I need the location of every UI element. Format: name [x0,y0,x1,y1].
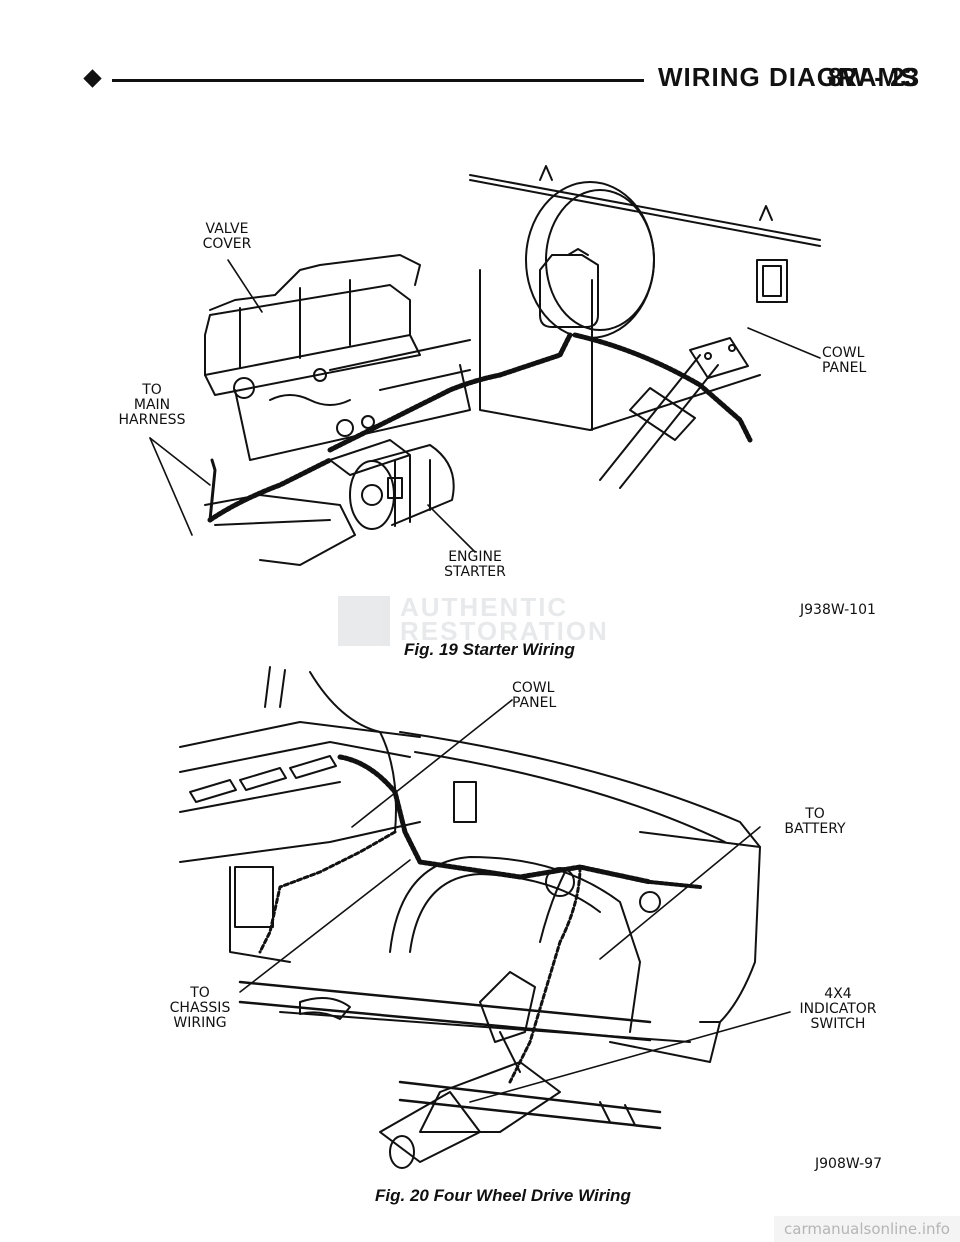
to-battery-label: TO BATTERY [784,806,846,837]
diamond-bullet-icon [83,69,102,88]
page-title: WIRING DIAGRAMS [658,62,919,92]
page-header: WIRING DIAGRAMS 8W - 23 [0,0,960,110]
watermark-line1: AUTHENTIC [400,592,569,622]
section-number: 8W - 23 [828,62,920,92]
engine-starter-label: ENGINE STARTER [444,549,506,580]
figure19-caption: Fig. 19 Starter Wiring [404,640,575,659]
to-main-harness-label: TO MAIN HARNESS [118,382,186,428]
figure19-code: J938W-101 [800,602,876,618]
mopar-logo-icon [338,596,390,646]
header-rule [112,79,644,82]
cowl-panel-label: COWL PANEL [822,345,867,376]
indicator-switch-label: 4X4 INDICATOR SWITCH [799,986,877,1032]
cowl-panel-label-2: COWL PANEL [512,680,557,711]
four-wheel-drive-wiring-illustration [179,666,791,1169]
watermark-line2: RESTORATION [400,616,609,646]
starter-wiring-illustration [149,165,821,566]
to-chassis-wiring-label: TO CHASSIS WIRING [169,985,231,1031]
figure20-caption: Fig. 20 Four Wheel Drive Wiring [375,1186,631,1205]
site-watermark: carmanualsonline.info [774,1216,960,1242]
watermark: AUTHENTIC RESTORATION [338,592,628,648]
figure20-code: J908W-97 [815,1156,882,1172]
valve-cover-label: VALVE COVER [202,221,252,252]
